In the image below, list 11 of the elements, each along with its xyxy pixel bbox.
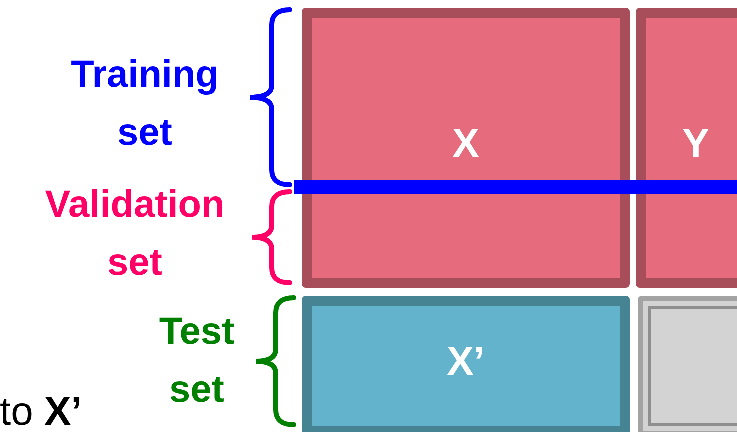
empty-box xyxy=(638,296,737,432)
matrix-label: X’ xyxy=(447,342,485,386)
label-column-box xyxy=(636,8,737,288)
set-label: Training set xyxy=(70,53,220,156)
test-matrix-box xyxy=(302,296,630,432)
data-matrix-box xyxy=(302,8,630,288)
caption-text: to X’ xyxy=(0,392,82,432)
set-label: Test set xyxy=(158,310,236,413)
matrix-label: X xyxy=(452,124,480,168)
set-label: Validation set xyxy=(44,183,226,286)
matrix-label: Y xyxy=(682,124,710,168)
